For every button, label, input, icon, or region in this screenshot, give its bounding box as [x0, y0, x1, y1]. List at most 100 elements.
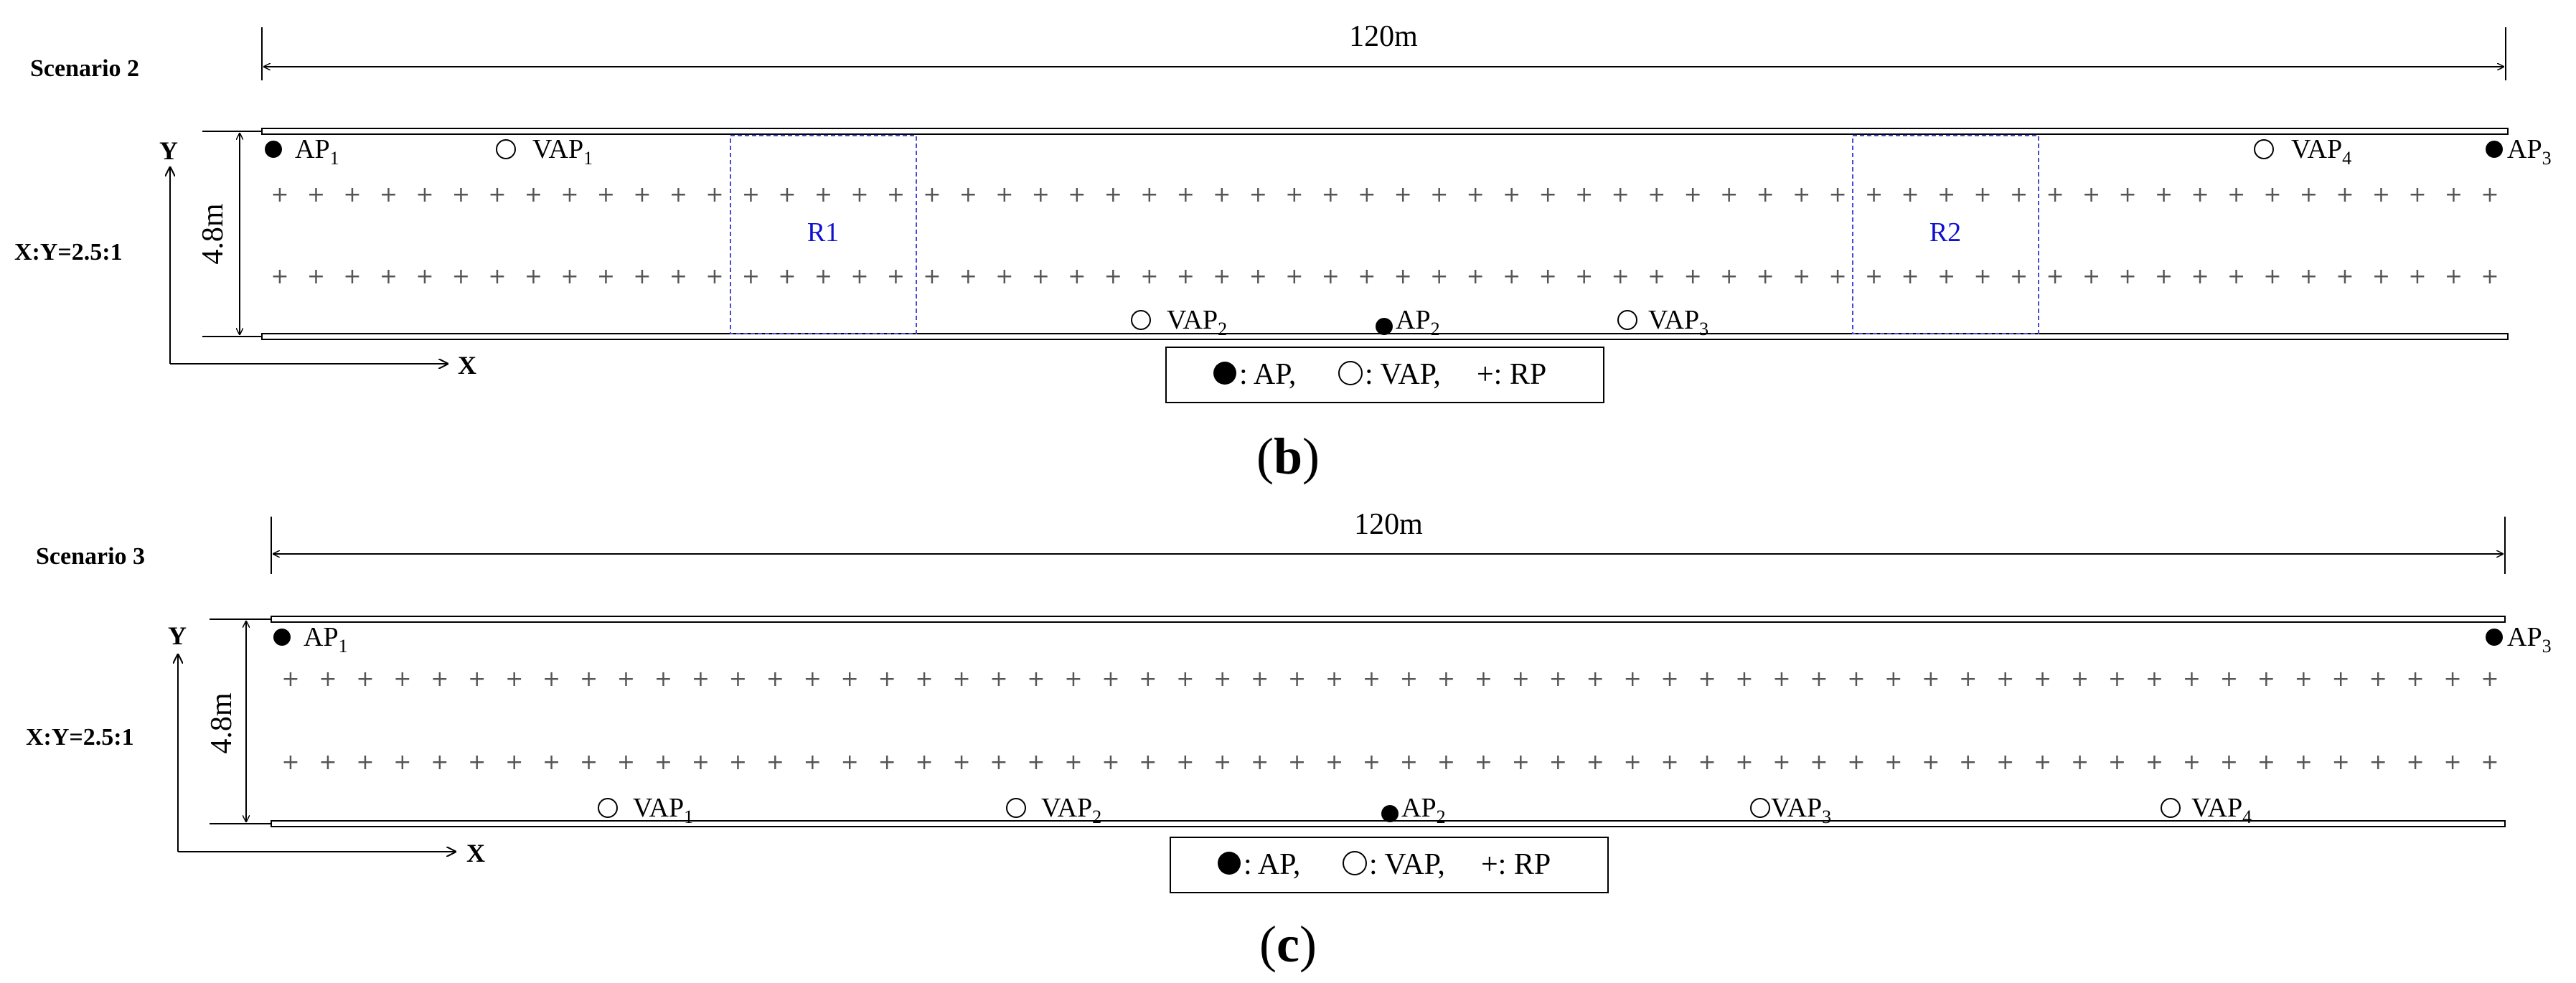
reference-point-mark: + — [1865, 264, 1883, 289]
reference-point-mark: + — [542, 667, 560, 692]
legend: : AP, : VAP, +: RP — [1170, 837, 1609, 893]
reference-point-mark: + — [393, 750, 411, 775]
reference-point-mark: + — [887, 182, 905, 207]
reference-point-mark: + — [1757, 264, 1774, 289]
reference-point-mark: + — [560, 182, 578, 207]
reference-point-mark: + — [1974, 264, 1992, 289]
reference-point-mark: + — [1363, 667, 1381, 692]
reference-point-mark: + — [1735, 750, 1753, 775]
reference-point-mark: + — [804, 667, 822, 692]
reference-point-mark: + — [1922, 667, 1940, 692]
reference-point-mark: + — [2108, 750, 2126, 775]
reference-point-mark: + — [560, 264, 578, 289]
reference-point-mark: + — [281, 750, 299, 775]
ap-2-node: AP2 — [1376, 305, 1440, 339]
reference-point-mark: + — [1475, 667, 1493, 692]
reference-point-mark: + — [1467, 182, 1485, 207]
reference-point-mark: + — [343, 182, 361, 207]
reference-point-mark: + — [1575, 182, 1593, 207]
reference-point-mark: + — [1612, 264, 1630, 289]
reference-point-mark: + — [1922, 750, 1940, 775]
reference-point-mark: + — [1322, 182, 1340, 207]
reference-point-mark: + — [2481, 667, 2499, 692]
reference-point-mark: + — [2183, 750, 2201, 775]
region-label: R1 — [807, 217, 839, 248]
svg-text:VAP1: VAP1 — [532, 134, 593, 169]
reference-point-mark: + — [989, 667, 1007, 692]
reference-point-mark: + — [1437, 667, 1455, 692]
svg-text:AP2: AP2 — [1401, 793, 1446, 827]
panel-caption: (b) — [1256, 428, 1320, 485]
reference-point-mark: + — [887, 264, 905, 289]
reference-point-mark: + — [2332, 750, 2350, 775]
reference-point-mark: + — [1467, 264, 1485, 289]
reference-point-mark: + — [415, 182, 433, 207]
reference-point-mark: + — [2010, 264, 2028, 289]
reference-point-mark: + — [1624, 667, 1642, 692]
reference-point-mark: + — [669, 264, 687, 289]
reference-point-mark: + — [989, 750, 1007, 775]
x-axis-label: X — [466, 839, 485, 867]
vap-1-node: VAP1 — [496, 134, 593, 169]
vap-3-node: VAP3 — [1750, 793, 1831, 827]
reference-point-mark: + — [2408, 182, 2426, 207]
reference-point-mark: + — [2071, 667, 2089, 692]
reference-point-mark: + — [1503, 264, 1520, 289]
reference-point-mark: + — [878, 667, 896, 692]
reference-point-mark: + — [1539, 182, 1557, 207]
reference-point-mark: + — [729, 750, 747, 775]
reference-point-mark: + — [2108, 667, 2126, 692]
reference-point-mark: + — [1549, 667, 1567, 692]
reference-point-mark: + — [1684, 264, 1702, 289]
reference-point-mark: + — [1772, 750, 1790, 775]
corridor-top-wall — [271, 616, 2506, 623]
legend: : AP, : VAP, +: RP — [1165, 347, 1604, 403]
reference-point-mark: + — [953, 667, 971, 692]
width-label: 4.8m — [205, 692, 238, 754]
reference-point-mark: + — [1213, 667, 1231, 692]
reference-point-mark: + — [1996, 667, 2014, 692]
reference-point-mark: + — [2372, 182, 2390, 207]
reference-point-mark: + — [2191, 264, 2209, 289]
reference-point-mark: + — [633, 264, 651, 289]
reference-point-mark: + — [1285, 264, 1303, 289]
reference-point-mark: + — [1325, 667, 1343, 692]
reference-point-mark: + — [281, 667, 299, 692]
reference-point-mark: + — [271, 182, 288, 207]
reference-point-mark: + — [1757, 182, 1774, 207]
reference-point-mark: + — [1064, 667, 1082, 692]
reference-point-mark: + — [2227, 264, 2245, 289]
vap-2-node: VAP2 — [1131, 305, 1227, 339]
reference-point-mark: + — [319, 667, 337, 692]
reference-point-mark: + — [1285, 182, 1303, 207]
svg-text:VAP3: VAP3 — [1648, 305, 1708, 339]
reference-point-mark: + — [2046, 264, 2064, 289]
reference-point-mark: + — [766, 750, 784, 775]
reference-point-mark: + — [1829, 182, 1847, 207]
reference-point-mark: + — [1937, 264, 1955, 289]
reference-point-mark: + — [1735, 667, 1753, 692]
reference-point-mark: + — [654, 667, 672, 692]
reference-point-mark: + — [617, 750, 635, 775]
y-axis-label: Y — [168, 621, 187, 650]
svg-text:AP3: AP3 — [2507, 622, 2552, 657]
reference-point-mark: + — [1959, 667, 1977, 692]
reference-point-mark: + — [2408, 264, 2426, 289]
reference-point-mark: + — [1176, 750, 1194, 775]
reference-point-mark: + — [1177, 182, 1195, 207]
scenario-label: Scenario 3 — [36, 543, 145, 570]
svg-text:: AP,: : AP, — [1244, 848, 1300, 881]
reference-point-mark: + — [580, 750, 598, 775]
reference-point-mark: + — [2257, 750, 2275, 775]
reference-point-mark: + — [271, 264, 288, 289]
reference-point-mark: + — [393, 667, 411, 692]
reference-point-mark: + — [1575, 264, 1593, 289]
svg-text:: VAP,: : VAP, — [1365, 358, 1441, 391]
reference-point-mark: + — [1512, 667, 1530, 692]
reference-point-mark: + — [959, 264, 977, 289]
reference-point-mark: + — [2010, 182, 2028, 207]
reference-point-mark: + — [431, 750, 448, 775]
region-label: R2 — [1929, 217, 1961, 248]
ap-2-node: AP2 — [1381, 793, 1446, 827]
reference-point-mark: + — [2295, 667, 2313, 692]
